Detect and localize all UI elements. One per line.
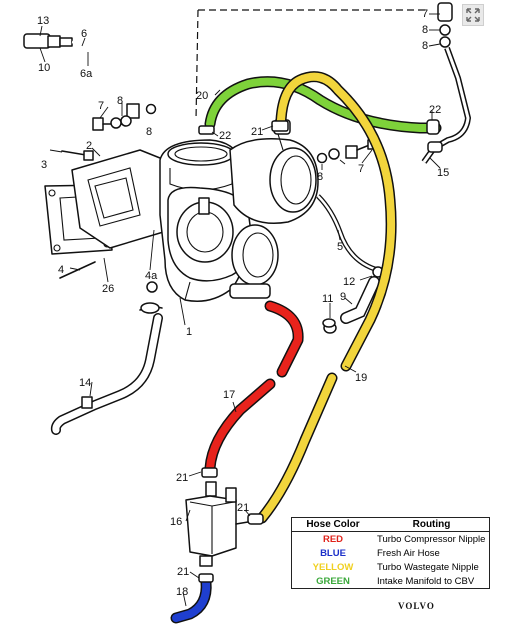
callout-26: 26 [102,283,114,295]
legend-routing-yellow: Turbo Wastegate Nipple [377,561,479,573]
callout-17: 17 [223,389,235,401]
callout-4a: 4a [145,270,158,282]
legend-row-green: GREEN Intake Manifold to CBV [292,574,489,588]
callout-8-left-a: 8 [117,95,123,107]
callout-21-blue-clamp: 21 [177,566,189,578]
callout-2: 2 [86,140,92,152]
callout-18: 18 [176,586,188,598]
part-13-fitting [23,33,140,119]
callout-3: 3 [41,159,47,171]
callout-21-red-clamp: 21 [176,472,188,484]
expand-arrows-icon [466,8,480,22]
callout-12: 12 [343,276,355,288]
legend-row-red: RED Turbo Compressor Nipple [292,532,489,547]
legend-color-green: GREEN [316,575,350,587]
legend-row-blue: BLUE Fresh Air Hose [292,546,489,560]
part-2-exhaust-flange [71,149,171,249]
callout-9: 9 [340,291,346,303]
legend-table: Hose Color Routing RED Turbo Compressor … [292,518,489,588]
callout-labels: 13 6 10 6a 7 8 8 3 2 20 22 21 7 8 8 8 7 … [37,8,449,598]
part-16-valve [185,481,249,567]
hose-green [198,76,442,135]
legend-header-color: Hose Color [292,518,374,532]
callout-22-right: 22 [429,104,441,116]
callout-leader-lines [39,13,441,607]
callout-19: 19 [355,372,367,384]
part-3-bolt [61,150,94,161]
callout-8-left-b: 8 [146,126,152,138]
callout-11: 11 [322,293,333,305]
hose-red [201,300,304,478]
hose-yellow [247,71,397,525]
callout-21-upper: 21 [251,126,263,138]
volvo-brand-text: VOLVO [398,601,435,611]
legend-header-routing: Routing [374,518,489,532]
legend-color-blue: BLUE [320,547,346,559]
callout-14: 14 [79,377,91,389]
hose-blue [170,573,214,624]
callout-7-right: 7 [358,163,364,175]
part-5-oil-line [316,194,384,334]
legend-color-red: RED [322,533,344,545]
callout-4: 4 [58,264,64,276]
callout-6: 6 [81,28,87,40]
hardware-right-compressor [316,139,379,164]
callout-21-yellow-clamp: 21 [237,502,249,514]
callout-22-upper: 22 [219,130,231,142]
part-1-turbo-housing [159,139,279,302]
hose-legend: Hose Color Routing RED Turbo Compressor … [291,517,490,589]
callout-7-top-right: 7 [422,8,428,20]
legend-routing-red: Turbo Compressor Nipple [377,533,486,545]
dashed-link-line [195,9,428,121]
callout-5: 5 [337,241,343,253]
callout-10: 10 [38,62,50,74]
legend-color-yellow: YELLOW [312,561,354,573]
callout-8-top-right-b: 8 [422,40,428,52]
callout-20: 20 [196,90,208,102]
hose-clamps [271,120,336,328]
part-15-tube [421,2,471,164]
callout-13: 13 [37,15,49,27]
compressor-housing [229,119,319,224]
part-14-tube [50,281,163,435]
expand-button[interactable] [462,4,484,26]
callout-8-right-a: 8 [317,171,323,183]
callout-6a: 6a [80,68,93,80]
part-7-bolt-left [92,103,157,131]
part-4-stud [59,261,96,279]
legend-routing-green: Intake Manifold to CBV [377,575,475,587]
callout-1: 1 [186,326,192,338]
callout-15: 15 [437,167,449,179]
legend-row-yellow: YELLOW Turbo Wastegate Nipple [292,560,489,574]
callout-16: 16 [170,516,182,528]
callout-8-top-right-a: 8 [422,24,428,36]
callout-7-left: 7 [98,100,104,112]
legend-routing-blue: Fresh Air Hose [377,547,440,559]
